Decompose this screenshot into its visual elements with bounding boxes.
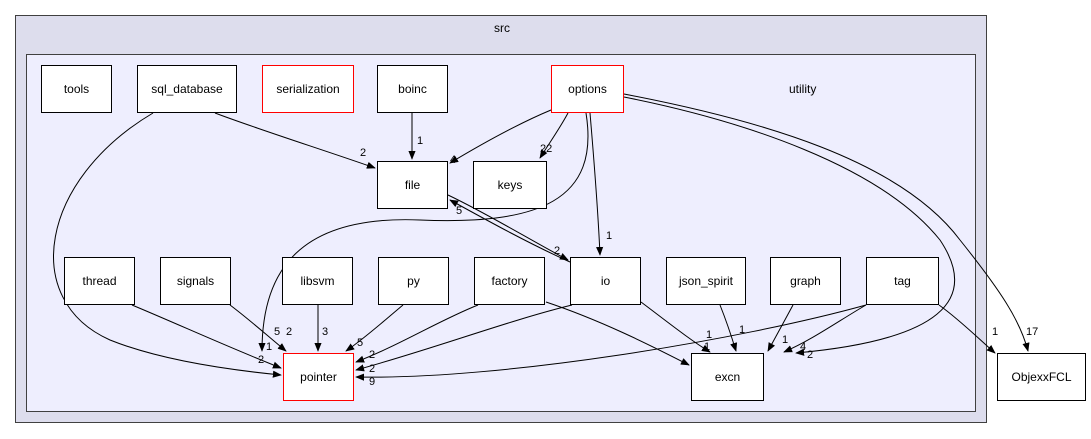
node-objexxfcl[interactable]: ObjexxFCL [997, 353, 1086, 401]
edge-label-signals-pointer: 5 [274, 326, 281, 338]
edge-label-file-io: 2 [554, 245, 561, 257]
edge-label-libsvm-pointer: 3 [322, 326, 329, 338]
edge-label-options-io: 1 [606, 230, 613, 242]
node-json-spirit[interactable]: json_spirit [666, 257, 746, 305]
node-serialization[interactable]: serialization [262, 65, 354, 113]
edge-label-options-pointer: 2 [286, 326, 293, 338]
node-io[interactable]: io [570, 257, 641, 305]
edge-label-factory-pointer: 2 [369, 349, 376, 361]
node-pointer[interactable]: pointer [283, 353, 354, 401]
edge-label-graph-excn: 1 [782, 334, 789, 346]
node-excn[interactable]: excn [691, 353, 764, 401]
node-py[interactable]: py [378, 257, 449, 305]
edge-label-tag-objexxfcl: 1 [992, 326, 999, 338]
edge-label-tag-pointer: 9 [369, 376, 376, 388]
node-boinc[interactable]: boinc [377, 65, 448, 113]
edge-label-options-keys: 22 [540, 143, 553, 155]
node-tools[interactable]: tools [41, 65, 112, 113]
edge-label-io-pointer: 2 [369, 363, 376, 375]
edge-label-sql-database-pointer: 2 [258, 354, 265, 366]
edge-label-io-excn: 1 [706, 329, 713, 341]
node-options[interactable]: options [551, 65, 624, 113]
node-file[interactable]: file [377, 161, 448, 209]
cluster-utility-label: utility [789, 82, 817, 96]
edge-label-tag-excn: 2 [807, 349, 814, 361]
edge-label-sql-database-file: 2 [360, 147, 367, 159]
node-signals[interactable]: signals [160, 257, 231, 305]
cluster-src-label: src [494, 21, 510, 35]
node-factory[interactable]: factory [474, 257, 545, 305]
edge-label-options-objexxfcl: 17 [1026, 326, 1039, 338]
node-thread[interactable]: thread [64, 257, 135, 305]
edge-label-json-spirit-excn: 1 [739, 324, 746, 336]
node-tag[interactable]: tag [866, 257, 939, 305]
node-graph[interactable]: graph [770, 257, 841, 305]
edge-label-factory-excn: 1 [704, 341, 711, 353]
edge-label-io-file: 5 [456, 205, 463, 217]
edge-label-thread-pointer: 1 [266, 341, 273, 353]
edge-label-options-excn: 4 [800, 341, 807, 353]
node-libsvm[interactable]: libsvm [282, 257, 353, 305]
node-sql-database[interactable]: sql_database [137, 65, 237, 113]
edge-label-options-file: 4 [450, 154, 457, 166]
edge-label-boinc-file: 1 [417, 135, 424, 147]
node-keys[interactable]: keys [473, 161, 547, 209]
edge-label-py-pointer: 5 [357, 337, 364, 349]
